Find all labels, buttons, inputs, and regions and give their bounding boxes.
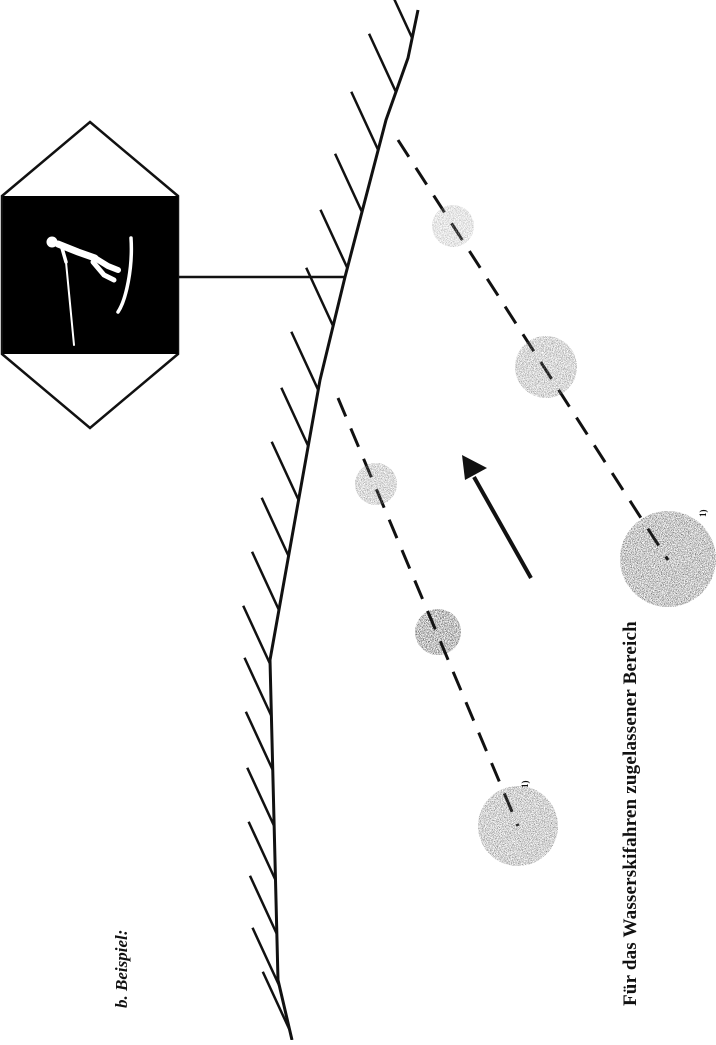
water-ski-sign (0, 120, 180, 430)
buoy-inner-far (355, 463, 397, 505)
shore-hatch-tick (319, 209, 349, 269)
buoy-inner-mid (415, 609, 461, 655)
caption: Für das Wasserskifahren zugelassener Ber… (620, 621, 641, 1006)
footnote-marker-outer: 1) (698, 509, 708, 518)
direction-arrow (462, 455, 533, 579)
shore-hatch-tick (248, 875, 278, 935)
shore-hatch-tick (350, 91, 380, 151)
shore-hatch-tick (261, 971, 291, 1031)
shore-hatch-tick (280, 387, 310, 447)
shore-hatch-tick (367, 33, 398, 93)
shore-hatch-tick (246, 767, 276, 827)
shoreline (242, 0, 420, 1041)
shore-hatch-tick (270, 441, 300, 501)
shore-hatch-tick (244, 711, 274, 771)
sign-black-panel (3, 196, 178, 354)
lane-inner (336, 397, 558, 866)
buoy-outer-near (620, 511, 716, 607)
shore-hatch-tick (243, 657, 273, 717)
buoy-outer-mid (515, 336, 577, 398)
heading: b. Beispiel: (112, 929, 131, 1008)
shore-hatch-tick (242, 605, 272, 665)
water-skier-icon (46, 236, 134, 346)
shore-hatch-tick (247, 821, 277, 881)
shore-hatch-tick (251, 927, 281, 987)
lane-outer (396, 139, 716, 607)
shore-hatch-tick (393, 0, 414, 39)
buoy-outer-far (432, 205, 474, 247)
shore-hatch-tick (333, 153, 364, 213)
shore-hatch-tick (250, 551, 281, 611)
shore-hatch-tick (305, 267, 335, 327)
shore-line (268, 9, 420, 1041)
buoy-inner-near (478, 786, 558, 866)
shore-hatch-tick (260, 497, 290, 557)
shore-hatch-tick (290, 331, 320, 391)
footnote-marker-inner: 1) (520, 780, 530, 789)
